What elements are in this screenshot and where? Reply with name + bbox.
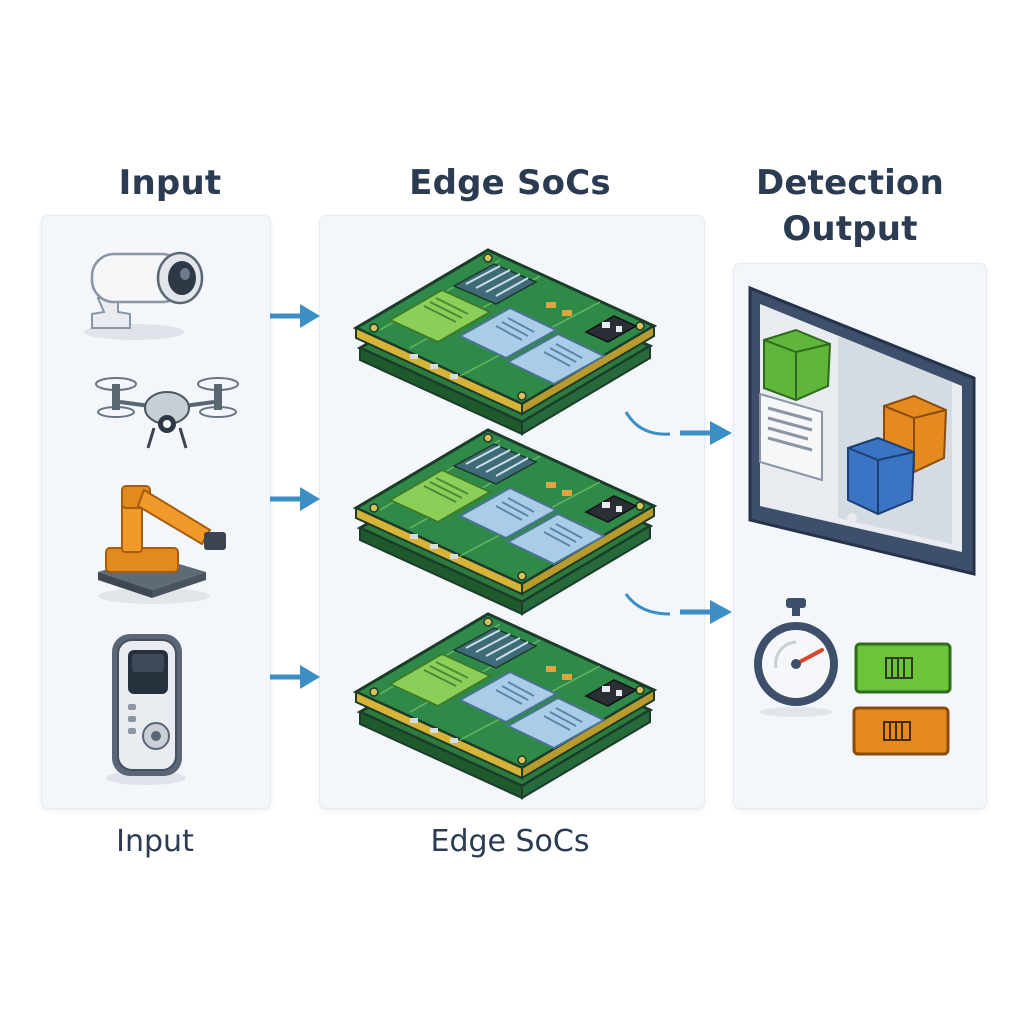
input-heading: Input [118, 163, 222, 203]
drone-icon [92, 372, 242, 456]
input-arrow-1 [270, 302, 322, 330]
output-arrow-1 [622, 406, 738, 450]
input-caption: Input [116, 824, 194, 859]
stopwatch-icon [748, 592, 848, 718]
soc-board-3 [350, 600, 666, 800]
robotic-arm-icon [92, 478, 232, 606]
input-arrow-3 [270, 663, 322, 691]
soc-board-1 [350, 236, 666, 436]
edge-socs-caption: Edge SoCs [430, 824, 590, 859]
orange-result-badge [852, 706, 950, 758]
input-arrow-2 [270, 485, 322, 513]
detection-monitor-icon [742, 282, 980, 578]
handheld-scanner-icon [98, 628, 208, 788]
green-result-badge [854, 642, 952, 696]
detection-output-heading: Detection Output [755, 163, 945, 249]
edge-socs-heading: Edge SoCs [409, 163, 611, 203]
output-arrow-2 [622, 588, 738, 632]
soc-board-2 [350, 416, 666, 616]
security-camera-icon [72, 236, 212, 346]
